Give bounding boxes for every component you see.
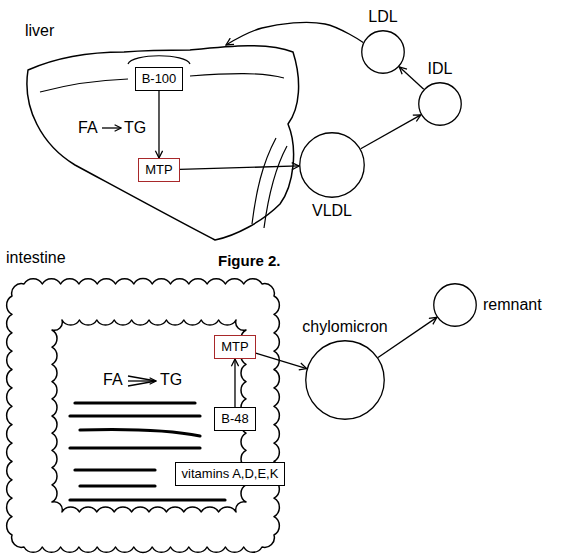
liver-outline	[27, 46, 299, 240]
flow-arrow	[158, 91, 159, 158]
circle-outline	[306, 341, 385, 420]
flow-arrow	[226, 22, 363, 45]
circle-outline	[419, 83, 462, 126]
liver-vessel	[252, 138, 276, 224]
circle-outline-svg	[361, 30, 405, 74]
particle-label: chylomicron	[302, 318, 387, 336]
box-label: B-100	[142, 71, 177, 87]
circle-outline	[362, 31, 405, 74]
organ-label: intestine	[6, 249, 66, 267]
organ-drawing	[0, 245, 310, 555]
particle-label: VLDL	[312, 202, 352, 220]
liver-organ: B-100MTP liver	[20, 22, 310, 247]
box-label: MTP	[221, 339, 248, 355]
lipoprotein-circle: remnant	[433, 283, 477, 327]
particle-label: LDL	[368, 8, 397, 26]
intestine-coil	[75, 401, 195, 404]
liver-notch	[128, 56, 190, 64]
lipoprotein-circle: VLDL	[299, 132, 365, 198]
intestine-coil	[80, 429, 200, 436]
organ-group	[7, 279, 280, 553]
vitamin-box: vitamins A,D,E,K	[175, 462, 286, 486]
particle-label: IDL	[428, 60, 453, 78]
circle-outline-svg	[305, 340, 385, 420]
figure-caption: Figure 2.	[218, 252, 281, 270]
enzyme-box: MTP	[138, 158, 179, 182]
flow-arrow	[234, 359, 235, 407]
enzyme-box: MTP	[214, 335, 255, 359]
particle-label: remnant	[483, 296, 542, 314]
organ-label: liver	[25, 22, 54, 40]
liver-vessel	[264, 146, 287, 228]
liver-line	[40, 79, 128, 92]
organ-group	[27, 46, 299, 240]
synthesis-arrow	[128, 376, 156, 381]
box-label: vitamins A,D,E,K	[182, 466, 279, 482]
molecule-label: FA	[103, 371, 123, 389]
intestine-coil	[80, 484, 155, 487]
circle-outline	[300, 133, 365, 198]
circle-outline-svg	[433, 283, 477, 327]
protein-box: B-48	[214, 407, 255, 431]
organ-drawing	[20, 22, 310, 247]
intestine-coil	[70, 414, 200, 417]
intestine-coil	[70, 446, 200, 449]
circle-outline	[434, 284, 477, 327]
molecule-label: FA	[78, 119, 98, 137]
lipoprotein-circle: IDL	[418, 82, 462, 126]
circle-outline-svg	[299, 132, 365, 198]
protein-box: B-100	[135, 67, 184, 91]
circle-outline-svg	[418, 82, 462, 126]
liver-line	[190, 74, 284, 78]
intestine-coil	[75, 468, 155, 471]
flow-arrow	[256, 353, 307, 368]
molecule-label: TG	[160, 371, 182, 389]
flow-arrow	[361, 115, 421, 149]
intestine-coil	[70, 498, 225, 501]
lipoprotein-circle: LDL	[361, 30, 405, 74]
flow-arrow	[399, 67, 423, 89]
synthesis-arrow	[102, 127, 121, 128]
colon-outer-wall	[7, 279, 280, 553]
molecule-label: TG	[124, 119, 146, 137]
lipoprotein-circle: chylomicron	[305, 340, 385, 420]
intestine-organ: MTP B-48 vitamins A,D,E,K intestine	[0, 245, 310, 555]
colon-inner-wall	[52, 320, 246, 512]
box-label: B-48	[221, 411, 248, 427]
box-label: MTP	[145, 162, 172, 178]
flow-arrow	[180, 166, 299, 169]
synthesis-arrow	[128, 381, 156, 386]
